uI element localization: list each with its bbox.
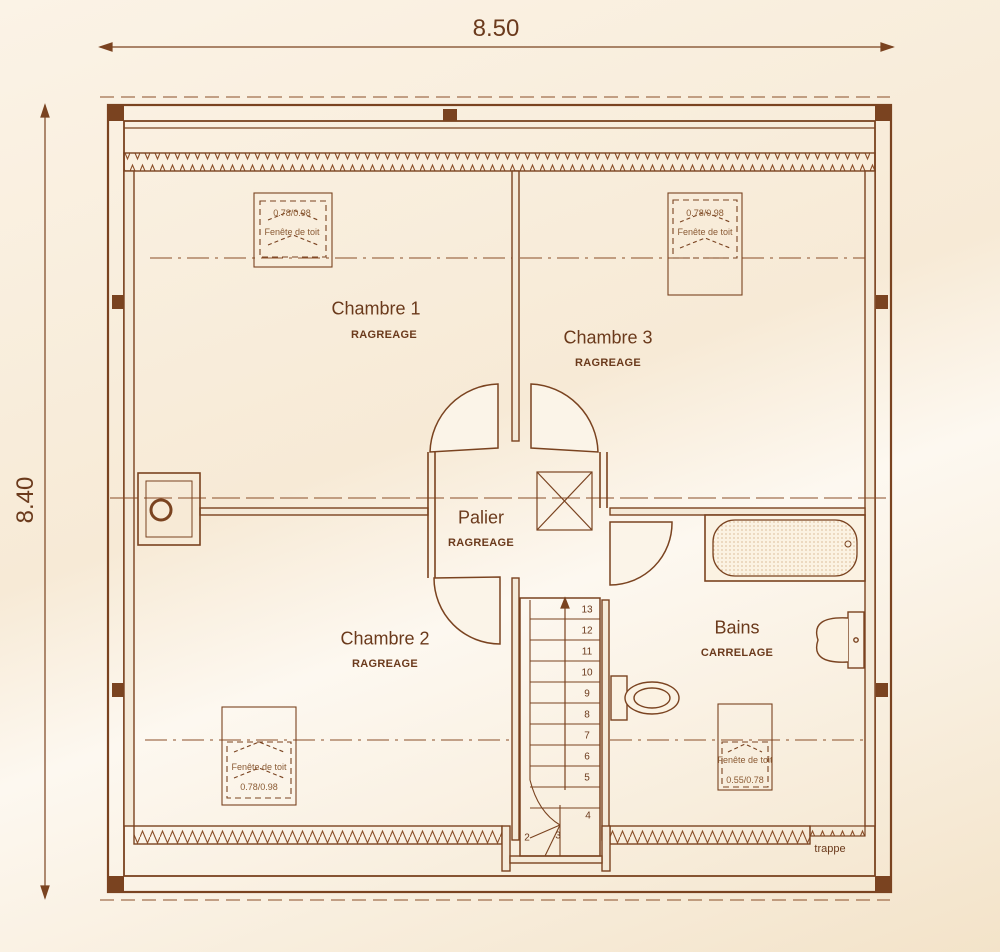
doors <box>429 383 673 645</box>
skylight-window-2 <box>221 706 297 806</box>
room-finish-bains: CARRELAGE <box>700 647 774 659</box>
bathtub <box>704 514 866 582</box>
stair-step-number: 10 <box>581 667 593 679</box>
room-name-bains: Bains <box>714 617 760 638</box>
palier-trap <box>536 471 593 531</box>
stair-step-number: 7 <box>584 730 590 742</box>
door-bains <box>609 521 673 586</box>
toilet <box>610 675 680 721</box>
stair-step-number: 9 <box>584 688 590 700</box>
stair-step-number: 2 <box>524 832 530 844</box>
stair-step-number: 3 <box>555 830 561 842</box>
roof-slope-lines <box>145 257 865 741</box>
height-dimension-line <box>40 103 50 900</box>
room-name-palier: Palier <box>457 507 505 528</box>
palier-walls <box>427 452 608 578</box>
staircase <box>519 597 601 857</box>
stair-step-number: 6 <box>584 751 590 763</box>
room-name-chambre-1: Chambre 1 <box>331 298 421 319</box>
insulation-top <box>123 152 876 172</box>
window-size-3: 0.78/0.98 <box>686 208 724 218</box>
insulation-bottom-left <box>133 825 503 845</box>
skylight-window-1 <box>253 192 333 268</box>
room-name-chambre-3: Chambre 3 <box>563 327 653 348</box>
stair-step-number: 12 <box>581 625 593 637</box>
stair-step-number: 4 <box>585 810 591 822</box>
roof-outline <box>100 96 890 901</box>
window-label-3: Fenête de toit <box>677 227 733 237</box>
window-label-2: Fenête de toit <box>231 762 287 772</box>
window-label-1: Fenête de toit <box>264 227 320 237</box>
room-finish-palier: RAGREAGE <box>448 537 514 549</box>
height-dimension: 8.40 <box>12 476 39 524</box>
window-size-1: 0.78/0.98 <box>273 208 311 218</box>
door-chambre-2 <box>433 576 501 645</box>
chimney <box>137 472 201 546</box>
room-finish-chambre-1: RAGREAGE <box>351 329 417 341</box>
stair-step-number: 11 <box>581 646 593 658</box>
skylight-window-3 <box>667 192 743 296</box>
stair-arrow <box>560 596 570 790</box>
door-chambre-1 <box>429 383 499 453</box>
stair-step-number: 13 <box>581 604 593 616</box>
wall-posts <box>108 105 891 892</box>
window-size-2: 0.78/0.98 <box>240 782 278 792</box>
skylight-window-bains <box>717 703 773 791</box>
room-finish-chambre-3: RAGREAGE <box>575 357 641 369</box>
door-chambre-3 <box>530 383 599 453</box>
width-dimension: 8.50 <box>472 15 520 42</box>
room-name-chambre-2: Chambre 2 <box>340 628 430 649</box>
trappe-hatch <box>809 825 866 837</box>
stair-step-number: 8 <box>584 709 590 721</box>
window-size-bains: 0.55/0.78 <box>726 775 764 785</box>
room-finish-chambre-2: RAGREAGE <box>352 658 418 670</box>
width-dimension-line <box>98 42 895 52</box>
window-label-bains: Fenête de toit <box>717 755 773 765</box>
insulation-bottom-right <box>609 825 811 845</box>
washbasin <box>816 611 865 669</box>
stair-step-number: 5 <box>584 772 590 784</box>
trappe-label: trappe <box>814 843 846 855</box>
